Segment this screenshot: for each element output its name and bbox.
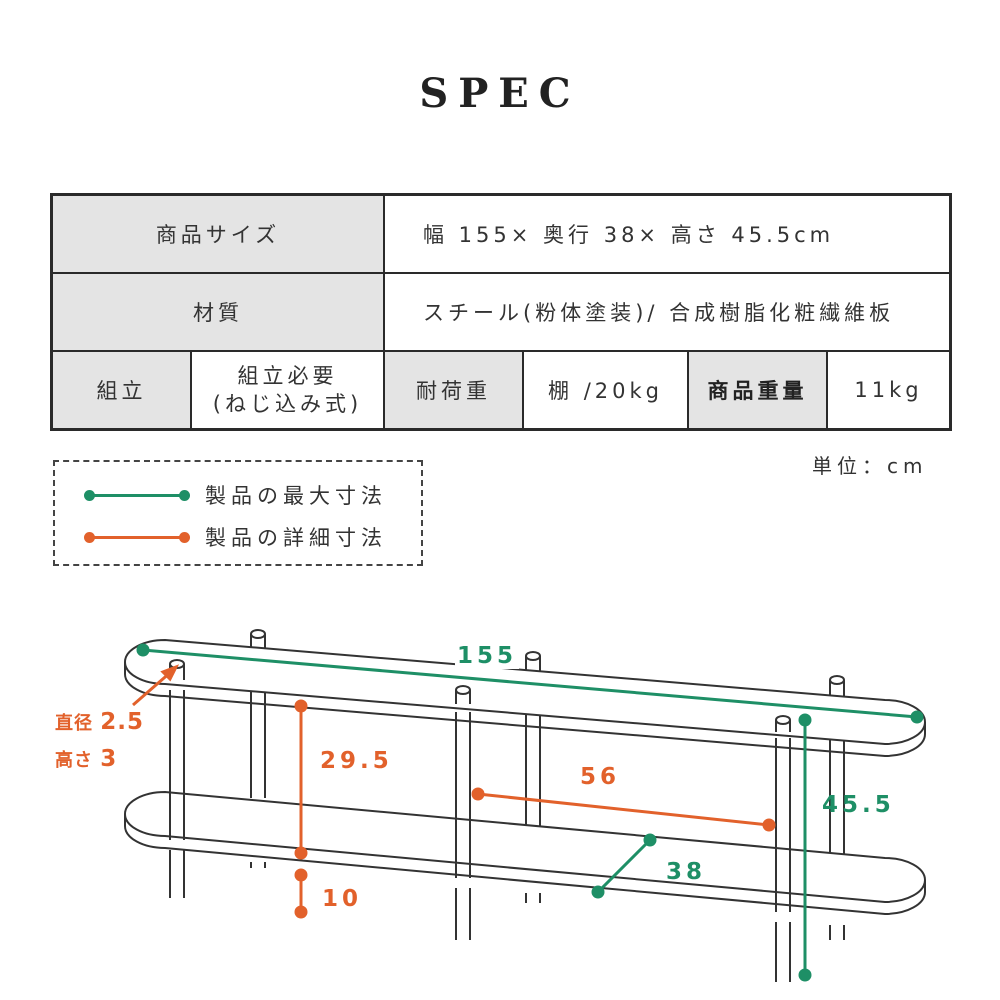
post-height-label: 高さ (55, 750, 93, 771)
load-label: 耐荷重 (383, 350, 524, 431)
green-dimensions (136, 643, 924, 982)
legend-max: 製品の最大寸法 (84, 480, 387, 510)
table-row: 材質 スチール(粉体塗装)/ 合成樹脂化粧繊維板 (50, 272, 952, 352)
material-value: スチール(粉体塗装)/ 合成樹脂化粧繊維板 (383, 272, 952, 352)
diameter-label: 直径 (55, 713, 93, 734)
diameter-dimension: 直径 2.5 (55, 709, 144, 735)
diameter-value: 2.5 (100, 709, 145, 735)
green-line-icon (84, 489, 190, 501)
load-value: 棚 /20kg (522, 350, 689, 431)
unit-label: 単位：cm (812, 454, 928, 478)
back-legs (250, 629, 845, 940)
legend-detail: 製品の詳細寸法 (84, 522, 387, 552)
depth-dimension: 38 (666, 859, 707, 885)
inner-width-dimension: 56 (580, 764, 621, 790)
orange-line-icon (84, 531, 190, 543)
floor-clearance-dimension: 10 (322, 886, 363, 912)
legend: 製品の最大寸法 製品の詳細寸法 (53, 460, 423, 566)
legend-detail-label: 製品の詳細寸法 (205, 526, 387, 550)
table-row: 商品サイズ 幅 155× 奥行 38× 高さ 45.5cm (50, 193, 952, 274)
assembly-value-line1: 組立必要 (237, 364, 338, 388)
assembly-label: 組立 (50, 350, 192, 431)
page-title: SPEC (419, 70, 581, 117)
orange-dimensions (132, 664, 776, 919)
weight-label: 商品重量 (687, 350, 828, 431)
post-height-dimension: 高さ 3 (55, 746, 117, 772)
spec-table: 商品サイズ 幅 155× 奥行 38× 高さ 45.5cm 材質 スチール(粉体… (50, 193, 952, 431)
assembly-value: 組立必要 (ねじ込み式) (190, 350, 385, 431)
width-dimension: 155 (455, 643, 520, 669)
weight-value: 11kg (826, 350, 952, 431)
bottom-shelf (124, 790, 926, 916)
shelf-gap-dimension: 29.5 (320, 748, 393, 774)
height-dimension: 45.5 (822, 792, 895, 818)
table-row: 組立 組立必要 (ねじ込み式) 耐荷重 棚 /20kg 商品重量 11kg (50, 350, 952, 431)
post-height-value: 3 (100, 746, 118, 772)
assembly-value-line2: (ねじ込み式) (212, 392, 363, 416)
size-value: 幅 155× 奥行 38× 高さ 45.5cm (383, 193, 952, 274)
legend-max-label: 製品の最大寸法 (205, 484, 387, 508)
size-label: 商品サイズ (50, 193, 385, 274)
material-label: 材質 (50, 272, 385, 352)
